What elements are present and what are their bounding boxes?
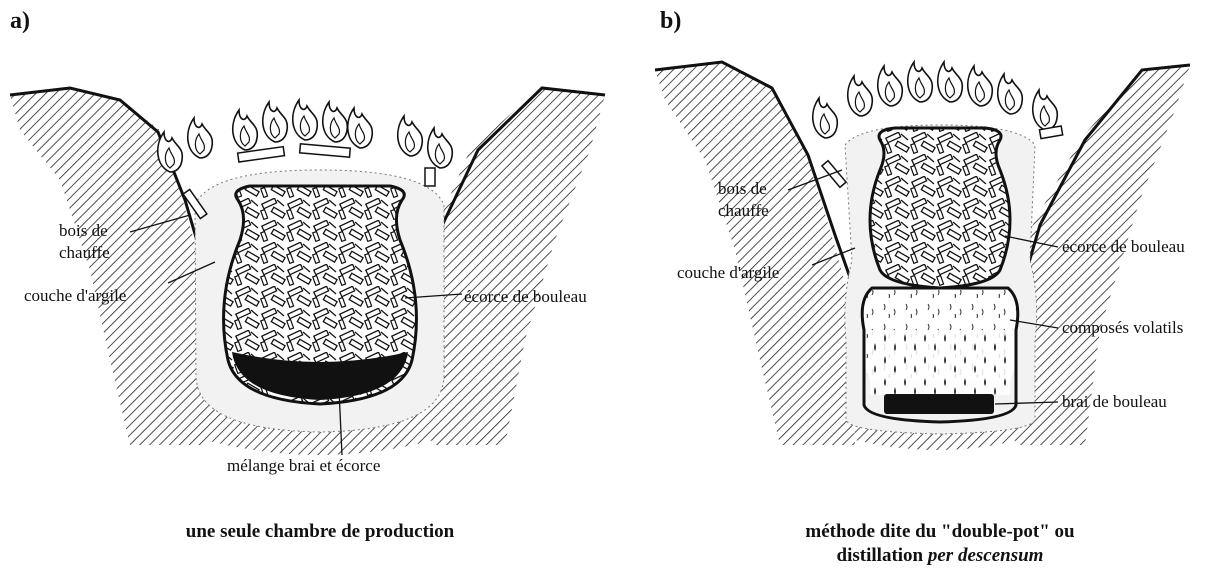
- panel-a-ground-left: [10, 88, 205, 445]
- panel-b-label-firewood-1: bois de: [718, 178, 767, 199]
- panel-b-label-clay: couche d'argile: [677, 262, 779, 283]
- panel-a-label-bark: écorce de bouleau: [464, 286, 587, 307]
- panel-a-illustration: [10, 88, 605, 455]
- panel-b-caption-line-2-italic: per descensum: [928, 545, 1044, 566]
- panel-b-label-bark: écorce de bouleau: [1062, 236, 1185, 257]
- panel-b-label-firewood-2: chauffe: [718, 200, 769, 221]
- panel-a-label-firewood-1: bois de: [59, 220, 108, 241]
- panel-a-label-firewood-2: chauffe: [59, 242, 110, 263]
- panel-b-caption: méthode dite du "double-pot" ou distilla…: [700, 520, 1180, 568]
- panel-a-ground-right: [432, 88, 605, 445]
- panel-b-lower-pot-drops: [870, 330, 1012, 395]
- panel-b-caption-line-2: distillation per descensum: [700, 544, 1180, 568]
- panel-a-letter: a): [10, 8, 30, 35]
- panel-a-label-mix: mélange brai et écorce: [227, 455, 380, 476]
- panel-b-letter: b): [660, 8, 681, 35]
- panel-a-flames: [158, 100, 453, 172]
- panel-b-label-volatiles: composés volatils: [1062, 317, 1183, 338]
- panel-a-label-clay: couche d'argile: [24, 285, 126, 306]
- panel-a-caption: une seule chambre de production: [100, 520, 540, 544]
- panel-b-caption-line-2-prefix: distillation: [837, 545, 928, 566]
- panel-b-tar-layer: [884, 394, 994, 414]
- panel-b-caption-line-1: méthode dite du "double-pot" ou: [700, 520, 1180, 544]
- panel-b-upper-pot: [870, 128, 1010, 288]
- panel-b-label-tar: brai de bouleau: [1062, 391, 1167, 412]
